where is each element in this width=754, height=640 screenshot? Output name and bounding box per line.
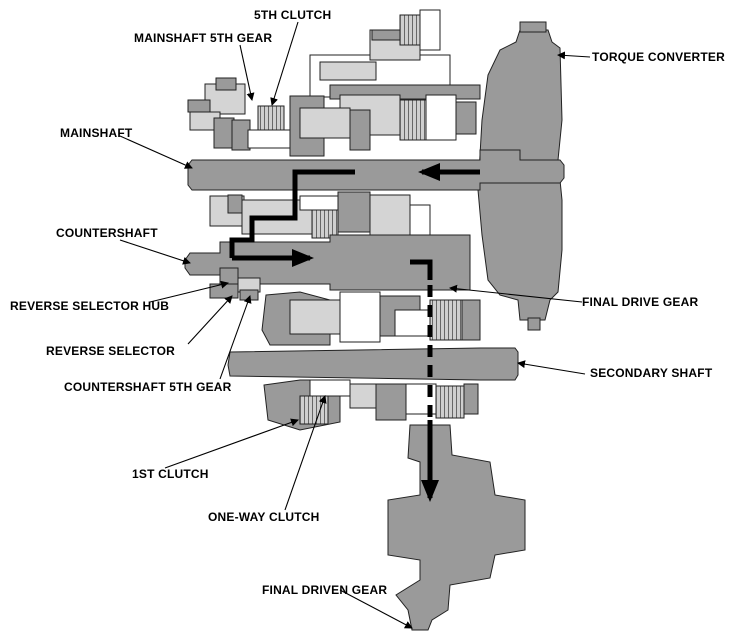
- middle-gear-cluster: [209, 191, 431, 239]
- power-flow-arrow: [229, 163, 480, 502]
- label-1st-clutch: 1ST CLUTCH: [132, 467, 209, 481]
- label-5th-clutch: 5TH CLUTCH: [254, 8, 331, 22]
- label-one-way-clutch: ONE-WAY CLUTCH: [208, 510, 319, 524]
- label-reverse-selector: REVERSE SELECTOR: [46, 344, 175, 358]
- label-mainshaft: MAINSHAFT: [60, 126, 133, 140]
- label-reverse-selector-hub: REVERSE SELECTOR HUB: [10, 299, 169, 313]
- final-driven-gear: [387, 424, 526, 631]
- mainshaft-5th-gear: [187, 77, 371, 157]
- first-clutch-assembly: [263, 379, 479, 431]
- label-secondary-shaft: SECONDARY SHAFT: [590, 366, 713, 380]
- label-final-driven-gear: FINAL DRIVEN GEAR: [262, 583, 387, 597]
- label-final-drive-gear: FINAL DRIVE GEAR: [582, 295, 698, 309]
- label-torque-converter: TORQUE CONVERTER: [592, 50, 725, 64]
- mainshaft: [187, 149, 565, 191]
- lower-gear-cluster: [261, 291, 481, 346]
- leader-lines: [119, 21, 591, 629]
- label-mainshaft-5th-gear: MAINSHAFT 5TH GEAR: [134, 31, 272, 45]
- label-countershaft-5th-gear: COUNTERSHAFT 5TH GEAR: [64, 380, 232, 394]
- label-countershaft: COUNTERSHAFT: [56, 226, 158, 240]
- secondary-shaft: [227, 347, 519, 381]
